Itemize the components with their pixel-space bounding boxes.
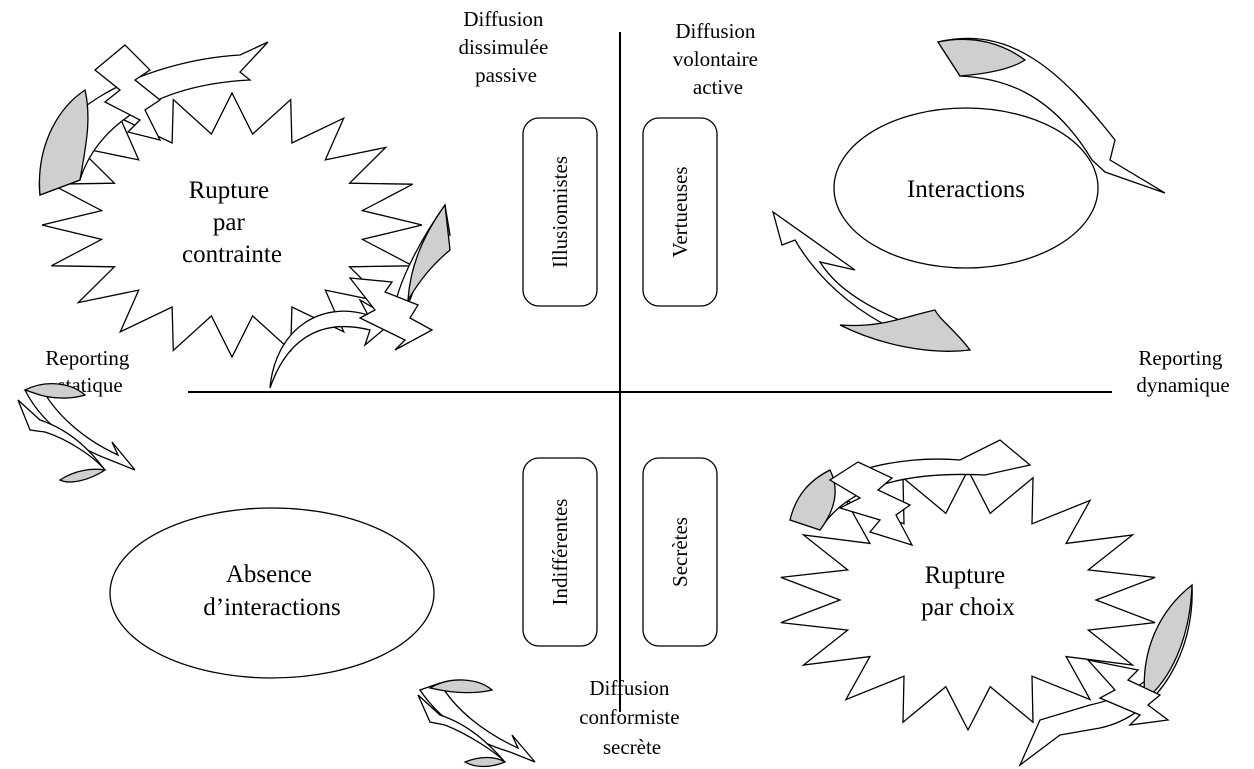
- curved-arrow-top-right: [936, 37, 1166, 194]
- box-indifferentes: Indifférentes: [522, 457, 598, 647]
- svg-text:Illusionnistes: Illusionnistes: [548, 156, 572, 268]
- svg-text:Indifférentes: Indifférentes: [548, 499, 572, 606]
- label-top-right: Diffusion volontaire active: [673, 19, 763, 99]
- label-bottom: Diffusion conformiste secrète: [579, 676, 685, 759]
- ellipse-absence-interactions: Absence d’interactions: [109, 507, 435, 679]
- cycle-arrows-left: [17, 383, 136, 483]
- lightning-bottom-right-top: [828, 461, 914, 547]
- label-right: Reporting dynamique: [1136, 346, 1229, 397]
- svg-text:Secrètes: Secrètes: [668, 517, 692, 587]
- starburst-rupture-choix: Rupture par choix: [780, 468, 1156, 732]
- ellipse-interactions: Interactions: [833, 107, 1099, 269]
- svg-text:Rupture par contra: Rupture par contrainte: [182, 177, 282, 268]
- lightning-bottom-right-lower: [1086, 658, 1170, 726]
- curved-arrow-top-left-shade: [38, 88, 89, 196]
- lightning-top-left: [93, 44, 162, 141]
- box-secretes: Secrètes: [642, 457, 718, 647]
- curved-arrow-bottom-right-top-shade: [789, 469, 836, 531]
- starburst-rupture-contrainte: Rupture par contrainte: [41, 91, 423, 359]
- svg-text:Interactions: Interactions: [907, 176, 1025, 203]
- svg-text:Absence d’interactions: Absence d’interactions: [203, 561, 340, 621]
- svg-text:Rupture par choix: Rupture par choix: [921, 562, 1015, 621]
- curved-arrow-right-middle-shade: [839, 309, 972, 352]
- svg-text:Vertueuses: Vertueuses: [668, 167, 692, 258]
- curved-arrow-top-right-shade: [936, 38, 1027, 77]
- lightning-middle-left: [348, 277, 434, 351]
- label-left: Reporting statique: [45, 346, 134, 397]
- label-top-left: Diffusion dissimulée passive: [458, 7, 553, 87]
- curved-arrow-left-upper-shade: [407, 203, 451, 301]
- box-vertueuses: Vertueuses: [642, 117, 718, 307]
- box-illusionnistes: Illusionnistes: [522, 117, 598, 307]
- cycle-arrows-bottom: [417, 679, 536, 768]
